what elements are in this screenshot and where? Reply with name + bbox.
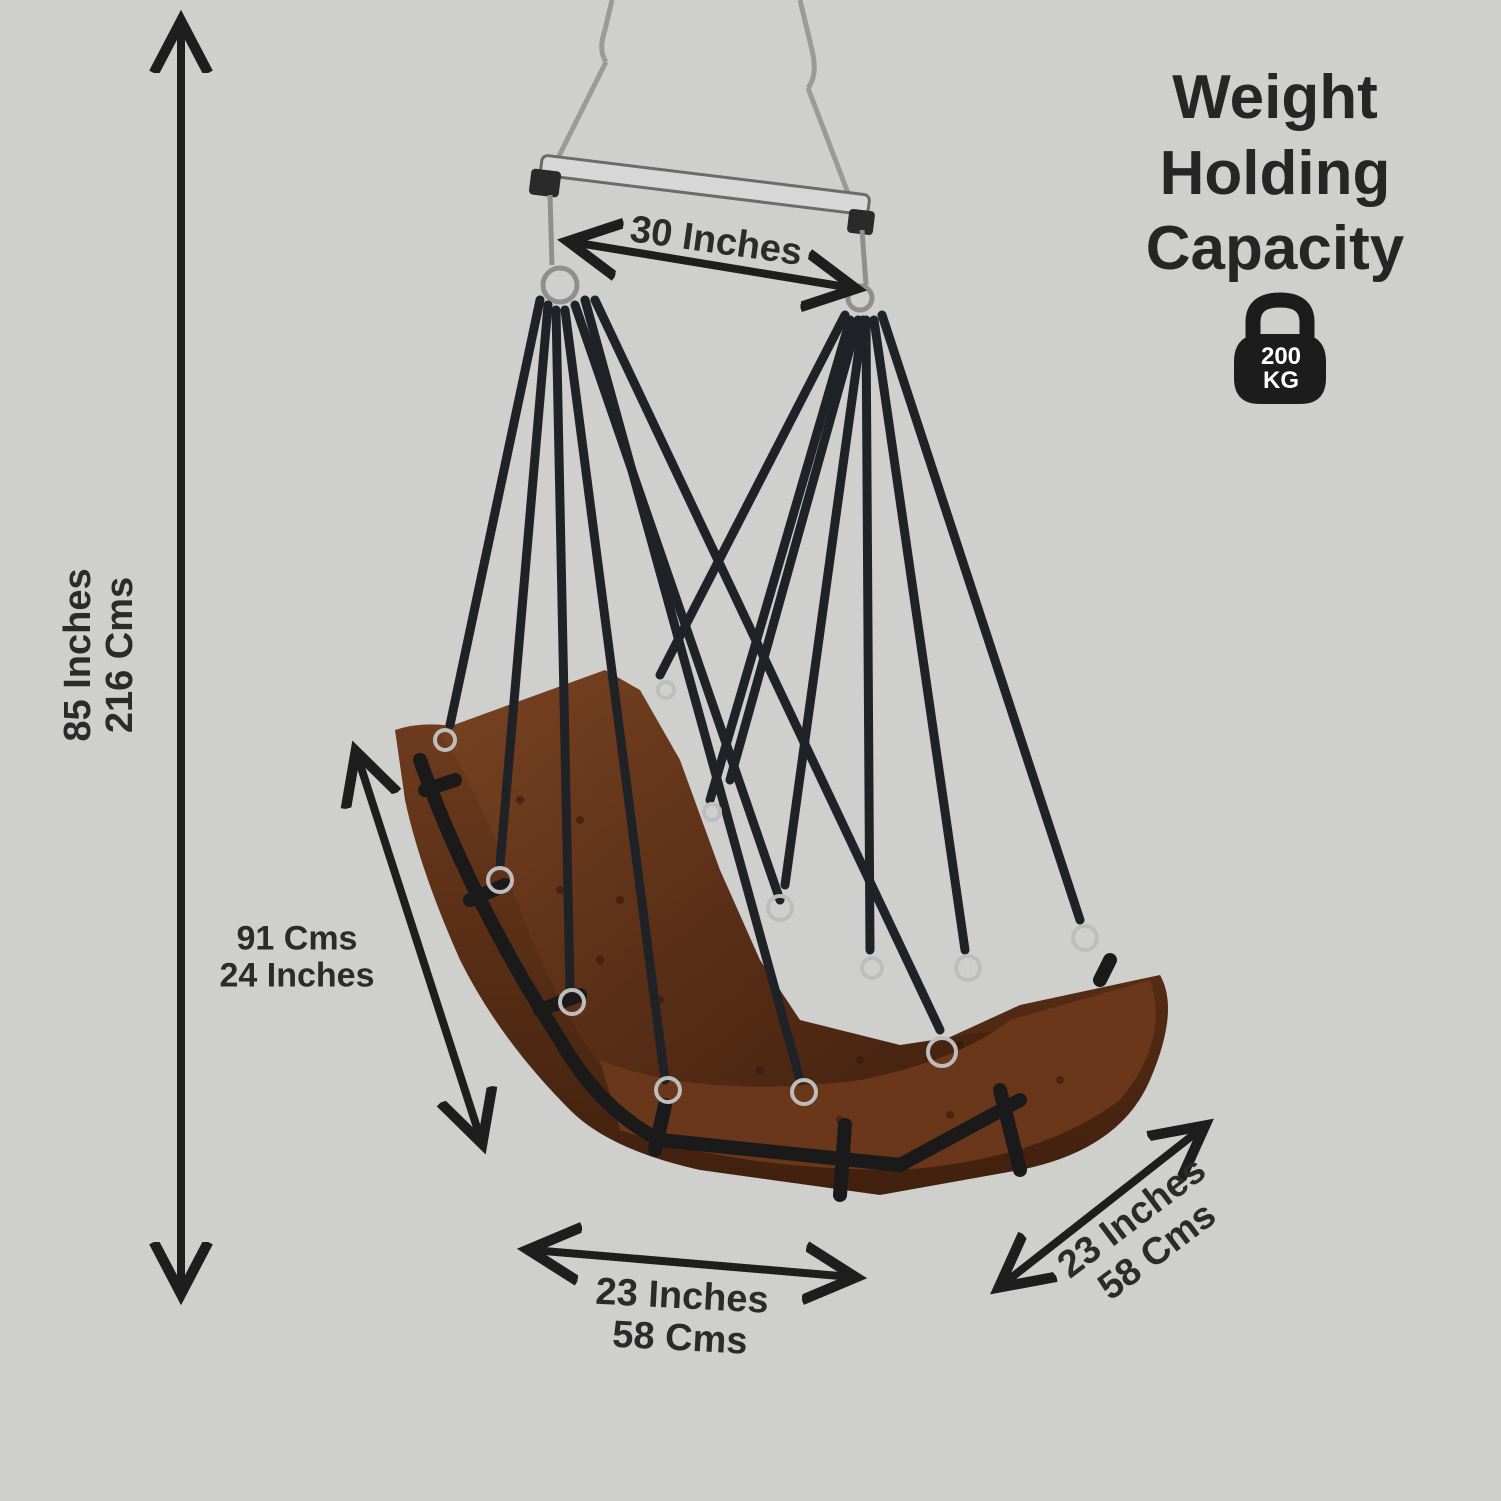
kettlebell-label: 200 KG bbox=[1236, 345, 1326, 393]
back-length-arrow bbox=[357, 755, 481, 1140]
capacity-heading: Weight Holding Capacity bbox=[1110, 60, 1440, 287]
capacity-line-3: Capacity bbox=[1145, 214, 1405, 284]
back-length-label: 91 Cms 24 Inches bbox=[219, 919, 375, 996]
spreader-bar bbox=[528, 154, 875, 236]
capacity-line-1: Weight bbox=[1172, 63, 1378, 132]
swing-ropes bbox=[445, 295, 1085, 1085]
height-cms: 216 Cms bbox=[99, 576, 141, 734]
rod-width-arrow bbox=[572, 242, 852, 288]
swing-cushion bbox=[395, 670, 1168, 1202]
height-inches: 85 Inches bbox=[57, 568, 100, 742]
dimension-arrows bbox=[181, 25, 1202, 1290]
weight-value: 200 bbox=[1260, 343, 1302, 370]
height-label: 85 Inches 216 Cms bbox=[57, 568, 142, 742]
weight-unit: KG bbox=[1263, 367, 1299, 394]
seat-depth-arrow bbox=[1002, 1128, 1202, 1285]
back-length-cms: 91 Cms bbox=[236, 919, 358, 958]
back-length-inches: 24 Inches bbox=[219, 957, 375, 995]
kettlebell-icon bbox=[1234, 292, 1326, 404]
capacity-line-2: Holding bbox=[1159, 138, 1391, 208]
seat-width-arrow bbox=[532, 1250, 852, 1277]
rope-rings bbox=[433, 680, 1099, 1106]
seat-width-label: 23 Inches 58 Cms bbox=[592, 1271, 770, 1365]
